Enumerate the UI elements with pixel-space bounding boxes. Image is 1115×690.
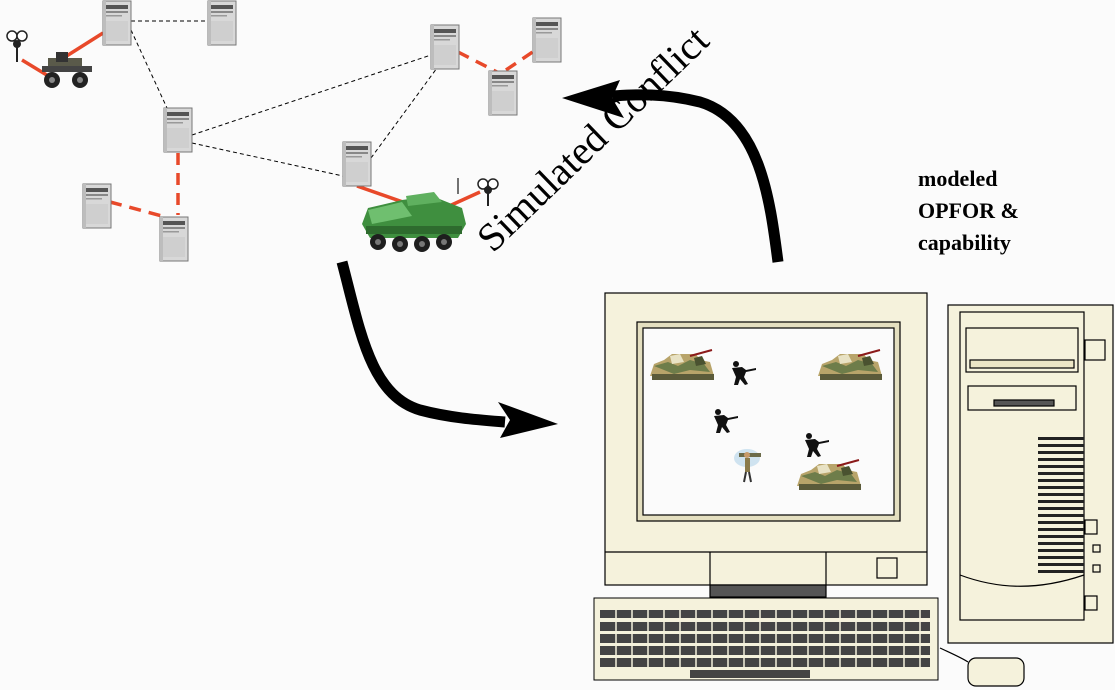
antenna-icon bbox=[477, 178, 499, 206]
antenna-icon bbox=[6, 30, 28, 62]
server-node bbox=[102, 0, 132, 46]
server-node bbox=[207, 0, 237, 46]
arrow-to-simulator bbox=[336, 260, 558, 438]
radio-link bbox=[457, 50, 498, 74]
network-link bbox=[130, 29, 168, 109]
simulation-screen-units bbox=[649, 349, 883, 491]
rocket-soldier-icon bbox=[734, 449, 761, 483]
radio-links bbox=[21, 31, 481, 210]
side-note-line: capability bbox=[918, 230, 1011, 255]
computer-monitor bbox=[604, 292, 928, 598]
network-links bbox=[130, 20, 438, 177]
radio-link bbox=[21, 58, 51, 79]
computer-tower bbox=[947, 304, 1114, 644]
armored-vehicle-icon bbox=[362, 178, 466, 252]
keyboard bbox=[593, 597, 939, 681]
radio-links-dashed bbox=[109, 47, 538, 218]
radio-link bbox=[109, 200, 163, 218]
network-link bbox=[191, 142, 344, 177]
side-note-line: OPFOR & bbox=[918, 198, 1019, 223]
server-node bbox=[488, 70, 518, 116]
arrow-to-network bbox=[562, 80, 784, 263]
server-node bbox=[342, 141, 372, 187]
network-link bbox=[370, 67, 438, 159]
server-node bbox=[532, 17, 562, 63]
radio-link bbox=[64, 31, 104, 59]
network-link bbox=[191, 54, 432, 136]
mouse bbox=[939, 647, 1025, 687]
radio-link bbox=[505, 47, 538, 72]
server-node bbox=[82, 183, 112, 229]
side-note-line: modeled bbox=[918, 166, 998, 191]
opfor-capability-note: modeled OPFOR & capability bbox=[918, 163, 1019, 259]
server-node bbox=[163, 107, 193, 153]
server-node bbox=[159, 216, 189, 262]
server-node bbox=[430, 24, 460, 70]
atv-vehicle-icon bbox=[42, 52, 92, 88]
tower-vent bbox=[1038, 437, 1084, 573]
